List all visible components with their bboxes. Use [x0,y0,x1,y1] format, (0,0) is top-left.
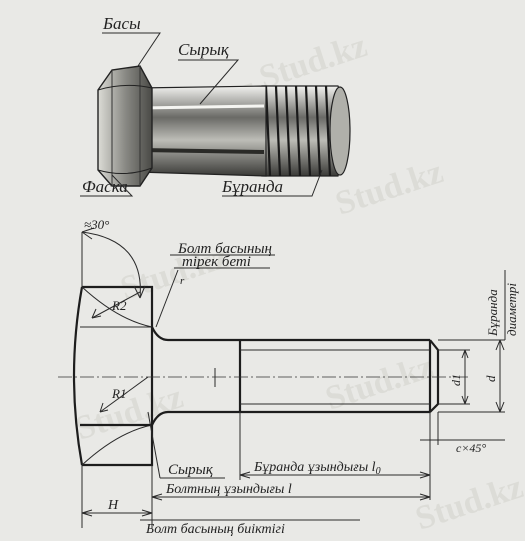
bolt-3d-illustration [80,32,351,197]
label-chamfer: Фаска [82,177,128,196]
watermark-2: Stud.kz [331,153,448,222]
watermark-6: Stud.kz [411,468,525,537]
label-thread: Бұранда [221,177,283,196]
label-angle: ≈30° [84,217,109,232]
label-head-height-symbol: H [107,498,119,513]
label-r1: R1 [111,386,126,401]
label-head-height: Болт басының биіктігі [145,522,285,537]
label-d1: d1 [449,374,463,386]
label-thread-diameter-2: диаметрі [504,283,519,336]
watermark-4: Stud.kz [321,348,438,417]
bolt-technical-drawing [58,227,506,528]
label-thread-length: Бұранда ұзындығы l0 [253,460,381,477]
label-r2: R2 [111,298,127,313]
label-support-surface-2: тірек беті [182,254,251,270]
label-shank-top: Сырық [178,40,230,59]
label-thread-diameter-1: Бұранда [485,289,500,337]
label-chamfer-size: c×45° [456,441,486,455]
label-fillet: r [180,275,185,287]
label-head: Басы [102,14,141,33]
label-bolt-length: Болтның ұзындығы l [165,482,292,497]
thread-ridges [264,85,332,177]
label-support-surface-1: Болт басының [177,241,272,257]
label-d: d [483,375,498,382]
label-shank-drawing: Сырық [168,462,214,478]
